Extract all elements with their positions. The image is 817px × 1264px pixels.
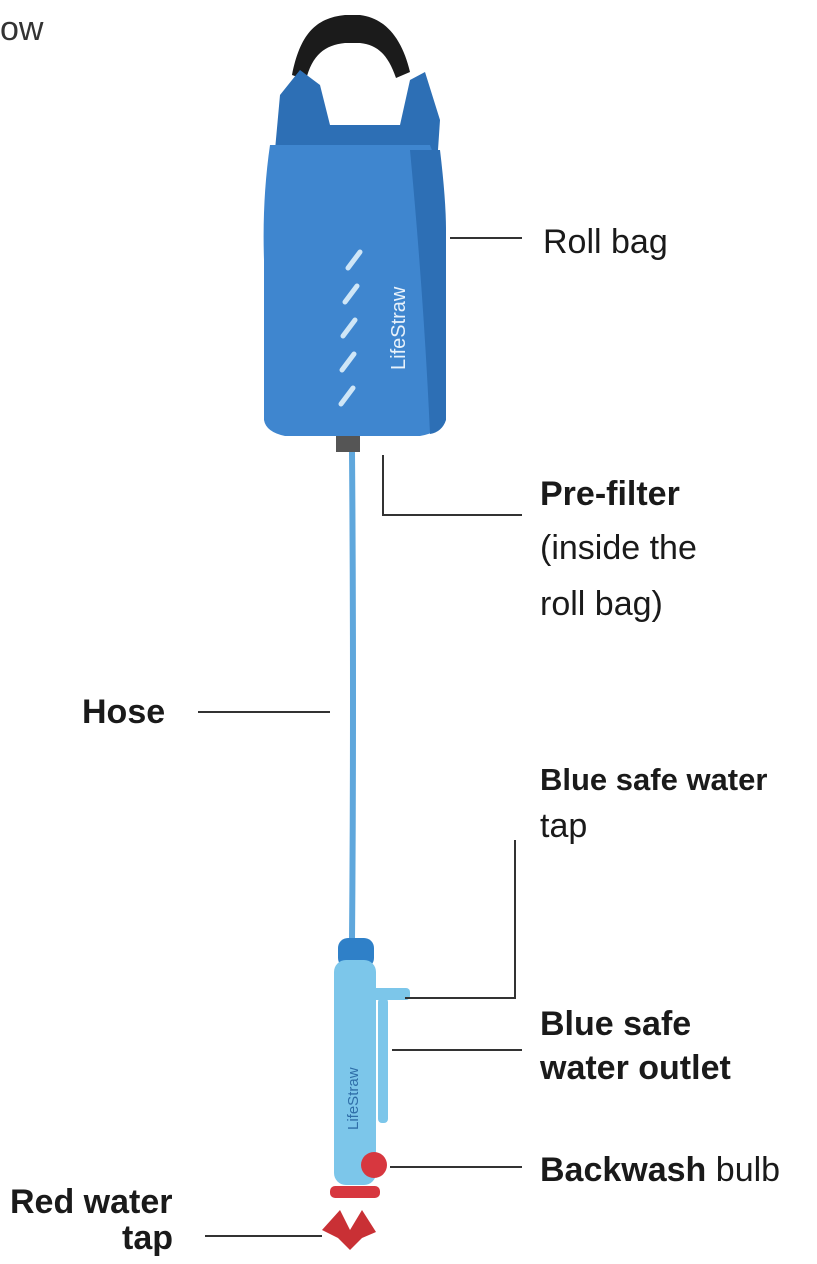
label-backwash-word: Backwash xyxy=(540,1151,707,1189)
blue-safe-water-outlet xyxy=(378,998,388,1123)
bag-shadow xyxy=(410,150,446,434)
hose xyxy=(349,451,356,941)
label-pre-filter-line3: roll bag) xyxy=(540,585,663,623)
pre-filter-connector xyxy=(336,436,360,452)
label-pre-filter-line2: (inside the xyxy=(540,529,697,567)
cropped-text-fragment: ow xyxy=(0,10,44,48)
label-bulb-word: bulb xyxy=(715,1151,781,1189)
label-blue-outlet-line1: Blue safe xyxy=(540,1005,692,1043)
label-blue-outlet-line2: water outlet xyxy=(540,1049,731,1087)
bag-roll-top xyxy=(275,70,440,150)
blue-safe-water-tap xyxy=(372,988,410,1000)
label-hose: Hose xyxy=(82,693,166,731)
label-backwash-bulb: Backwash bulb xyxy=(540,1148,780,1192)
label-roll-bag: Roll bag xyxy=(543,223,668,261)
bag-brand-text: LifeStraw xyxy=(388,286,410,370)
bag-stripes xyxy=(338,249,363,407)
label-blue-tap-line1: Blue safe water xyxy=(540,762,768,797)
bag-handle xyxy=(292,15,410,80)
leader-lines xyxy=(198,237,522,1237)
label-pre-filter-line1: Pre-filter xyxy=(540,475,680,513)
filter-body xyxy=(334,960,376,1185)
label-red-tap-line1: Red water xyxy=(10,1183,173,1221)
filter-brand-text: LifeStraw xyxy=(345,1067,362,1130)
backwash-bulb xyxy=(361,1152,387,1178)
label-red-tap-line2: tap xyxy=(122,1219,173,1257)
label-blue-tap-line2: tap xyxy=(540,807,588,845)
red-water-tap xyxy=(322,1210,376,1250)
red-collar xyxy=(330,1186,380,1198)
